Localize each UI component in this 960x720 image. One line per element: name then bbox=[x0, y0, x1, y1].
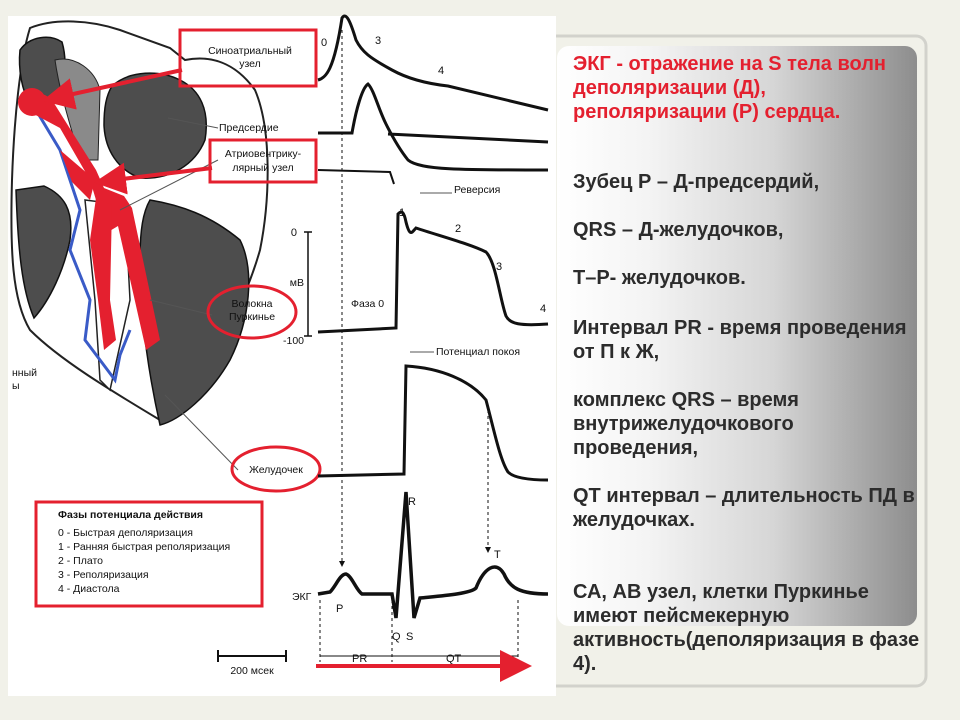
phase-4-label: 4 bbox=[540, 303, 546, 315]
sa-arrow bbox=[42, 68, 183, 110]
av-node-label-line2: лярный узел bbox=[232, 162, 293, 174]
phases-box-title: Фазы потенциала действия bbox=[58, 509, 203, 521]
timing-guides bbox=[319, 30, 519, 662]
ekg-trace: ЭКГ P R Q S T bbox=[292, 491, 549, 643]
text-panel: ЭКГ - отражение на S тела волн деполяриз… bbox=[557, 46, 919, 678]
sa-phase-4: 4 bbox=[438, 65, 444, 77]
phase-item-0: 0 - Быстрая деполяризация bbox=[58, 527, 193, 539]
text-paragraph-2: Зубец Р – Д-предсердий, bbox=[573, 171, 820, 193]
phase-1-label: 1 bbox=[399, 207, 405, 219]
text-paragraph-6: комплекс QRS – время внутрижелудочкового… bbox=[573, 389, 799, 459]
ekg-Q-label: Q bbox=[392, 631, 401, 643]
atrium-label: Предсердие bbox=[219, 122, 279, 134]
sa-phase-0: 0 bbox=[321, 37, 327, 49]
resting-potential-label: Потенциал покоя bbox=[436, 346, 520, 358]
sa-node-label-line2: узел bbox=[239, 58, 261, 70]
text-panel-background bbox=[557, 46, 917, 626]
time-scale-bar: 200 мсек bbox=[217, 650, 287, 677]
text-paragraph-7: QT интервал – длительность ПД в желудочк… bbox=[573, 485, 915, 531]
axis-mv-label: мВ bbox=[290, 277, 304, 289]
left-cut-label-line1: нный bbox=[12, 367, 37, 379]
ventricle-label-text: Желудочек bbox=[249, 464, 303, 476]
text-paragraph-8: СА, АВ узел, клетки Пуркинье имеют пейсм… bbox=[573, 581, 920, 675]
purkinje-label: Волокна Пуркинье bbox=[206, 284, 298, 340]
left-cut-label-line2: ы bbox=[12, 380, 20, 392]
ekg-T-label: T bbox=[494, 549, 501, 561]
sa-node-label-line1: Синоатриальный bbox=[208, 45, 292, 57]
phases-box: Фазы потенциала действия 0 - Быстрая деп… bbox=[34, 500, 264, 608]
purkinje-potential: 0 мВ -100 Фаза 0 1 2 3 4 Потенциал покоя bbox=[283, 207, 549, 358]
purkinje-label-line1: Волокна bbox=[232, 298, 273, 310]
phase0-label: Фаза 0 bbox=[351, 298, 384, 310]
sa-node-label: Синоатриальный узел bbox=[178, 28, 318, 88]
phase-3-label: 3 bbox=[496, 261, 502, 273]
qt-interval-label: QT bbox=[446, 653, 462, 665]
ventricle-label: Желудочек bbox=[230, 445, 322, 493]
phase-item-3: 3 - Реполяризация bbox=[58, 569, 149, 581]
phase-2-label: 2 bbox=[455, 223, 461, 235]
reversion-label: Реверсия bbox=[454, 184, 500, 196]
ekg-P-label: P bbox=[336, 603, 343, 615]
av-arrow bbox=[94, 162, 213, 195]
text-paragraph-5: Интервал PR - время проведения от П к Ж, bbox=[573, 317, 907, 363]
sa-phase-3: 3 bbox=[375, 35, 381, 47]
ventricle-potential bbox=[317, 364, 549, 482]
phase-item-4: 4 - Диастола bbox=[58, 583, 120, 595]
av-node-label: Атриовентрику- лярный узел bbox=[208, 138, 318, 184]
purkinje-label-line2: Пуркинье bbox=[229, 311, 275, 323]
pr-interval-label: PR bbox=[352, 653, 367, 665]
axis-minus100-label: -100 bbox=[283, 335, 304, 347]
text-paragraph-1: ЭКГ - отражение на S тела волн деполяриз… bbox=[573, 53, 886, 123]
axis-zero-label: 0 bbox=[291, 227, 297, 239]
phase-item-1: 1 - Ранняя быстрая реполяризация bbox=[58, 541, 230, 553]
text-paragraph-3: QRS – Д-желудочков, bbox=[573, 219, 784, 241]
av-node-label-line1: Атриовентрику- bbox=[225, 148, 302, 160]
time-scale-label: 200 мсек bbox=[230, 665, 274, 677]
phase-item-2: 2 - Плато bbox=[58, 555, 103, 567]
ekg-R-label: R bbox=[408, 496, 416, 508]
ekg-label: ЭКГ bbox=[292, 591, 312, 603]
ekg-S-label: S bbox=[406, 631, 413, 643]
atrial-potential bbox=[318, 82, 549, 172]
sa-node-potential: 0 3 4 bbox=[317, 14, 549, 112]
text-paragraph-4: Т–Р- желудочков. bbox=[573, 267, 746, 289]
